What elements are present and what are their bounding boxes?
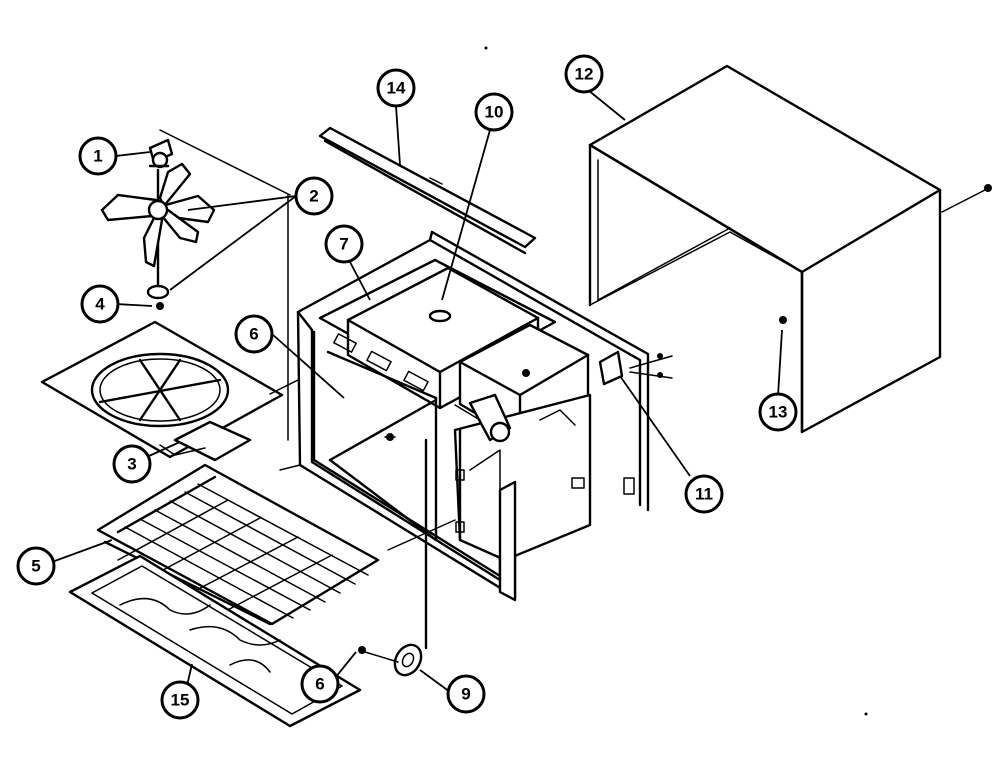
lamp-socket-assembly	[358, 643, 423, 677]
fan-shield-plate	[40, 129, 299, 462]
oven-bottom-tray	[68, 554, 362, 728]
callout-4: 4	[80, 284, 120, 324]
top-bracket	[318, 126, 537, 255]
leader-lines	[51, 89, 783, 693]
fan-blade	[142, 212, 164, 268]
svg-text:7: 7	[339, 235, 348, 254]
oven-cavity-frame	[279, 230, 673, 650]
outer-cabinet	[588, 64, 992, 434]
callout-5: 5	[16, 546, 56, 586]
svg-text:6: 6	[315, 675, 324, 694]
callout-9: 9	[446, 674, 486, 714]
fan-blade	[100, 193, 158, 222]
svg-text:10: 10	[485, 103, 504, 122]
svg-text:3: 3	[127, 455, 136, 474]
callout-11: 11	[684, 474, 724, 514]
svg-text:1: 1	[93, 147, 102, 166]
svg-text:11: 11	[695, 485, 713, 504]
callout-13: 13	[758, 392, 798, 432]
svg-text:5: 5	[31, 557, 40, 576]
svg-text:4: 4	[95, 295, 105, 314]
callout-1: 1	[78, 136, 118, 176]
fan-assembly	[100, 138, 216, 310]
svg-text:14: 14	[387, 79, 406, 98]
svg-text:2: 2	[309, 187, 318, 206]
svg-text:9: 9	[461, 685, 470, 704]
callout-7: 7	[324, 224, 364, 264]
callout-15: 15	[160, 680, 200, 720]
callout-6-lower: 6	[300, 664, 340, 704]
svg-text:15: 15	[171, 691, 190, 710]
svg-text:6: 6	[249, 325, 258, 344]
callout-3: 3	[112, 444, 152, 484]
callout-6-upper: 6	[234, 314, 274, 354]
callout-12: 12	[564, 54, 604, 94]
svg-text:13: 13	[769, 403, 788, 422]
callout-10: 10	[474, 92, 514, 132]
callout-14: 14	[376, 68, 416, 108]
callout-2: 2	[294, 176, 334, 216]
oven-rack	[96, 463, 380, 626]
svg-text:12: 12	[575, 65, 594, 84]
